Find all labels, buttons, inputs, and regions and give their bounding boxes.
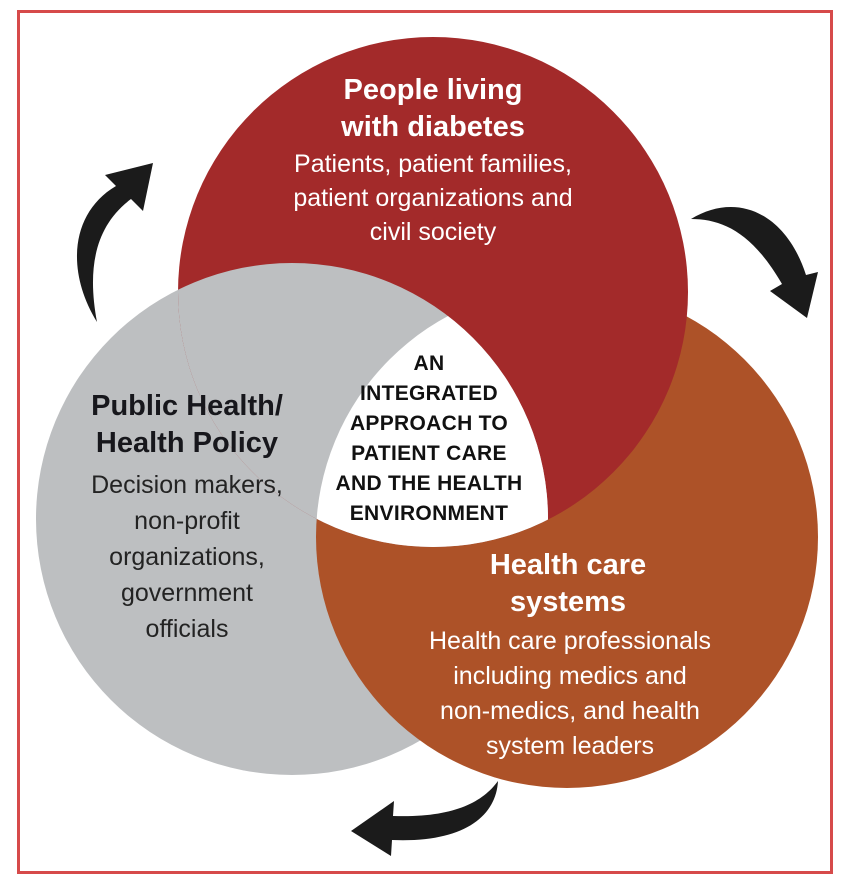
left-circle-title-line: Health Policy xyxy=(95,427,279,459)
center-caption-line: PATIENT CARE xyxy=(351,442,507,465)
right-circle-title: Health care systems xyxy=(490,547,646,621)
cycle-arrow-right-icon xyxy=(691,207,818,318)
cycle-arrow-bottom-icon xyxy=(351,781,498,856)
top-circle-title: People living with diabetes xyxy=(341,72,525,146)
left-circle-description-line: organizations, xyxy=(109,543,265,571)
right-circle-title-line: Health care xyxy=(489,549,647,581)
top-circle-description-line: patient organizations and xyxy=(293,184,573,212)
right-circle-description-line: system leaders xyxy=(485,732,655,760)
top-circle-description: Patients, patient families, patient orga… xyxy=(293,147,572,249)
right-circle-description-line: including medics and xyxy=(453,662,687,690)
center-caption-line: AN xyxy=(413,352,445,375)
top-circle-title-line: with diabetes xyxy=(341,111,525,143)
left-circle-description-line: officials xyxy=(145,615,229,643)
top-circle-description-line: Patients, patient families, xyxy=(294,150,572,178)
figure-border xyxy=(17,10,833,874)
right-circle-title-line: systems xyxy=(509,586,627,618)
right-circle-description-line: Health care professionals xyxy=(428,627,712,655)
left-circle-description-line: non-profit xyxy=(134,507,240,535)
top-circle-title-line: People living xyxy=(343,74,523,106)
center-caption-line: APPROACH TO xyxy=(349,412,509,435)
center-caption: AN INTEGRATED APPROACH TO PATIENT CARE A… xyxy=(336,349,523,529)
left-circle-description-line: Decision makers, xyxy=(91,471,283,499)
left-circle-title: Public Health/ Health Policy xyxy=(91,388,283,462)
center-caption-line: ENVIRONMENT xyxy=(349,502,509,525)
center-caption-line: INTEGRATED xyxy=(360,382,498,405)
right-circle-description: Health care professionals including medi… xyxy=(429,624,711,764)
center-caption-line: AND THE HEALTH xyxy=(335,472,523,495)
left-circle-title-line: Public Health/ xyxy=(91,390,283,422)
top-circle-description-line: civil society xyxy=(369,218,497,246)
right-circle-description-line: non-medics, and health xyxy=(440,697,700,725)
cycle-arrow-top-left-icon xyxy=(76,163,153,322)
center-intersection-region xyxy=(316,286,548,547)
left-circle-description-line: government xyxy=(120,579,254,607)
left-circle-description: Decision makers, non-profit organization… xyxy=(91,467,283,647)
